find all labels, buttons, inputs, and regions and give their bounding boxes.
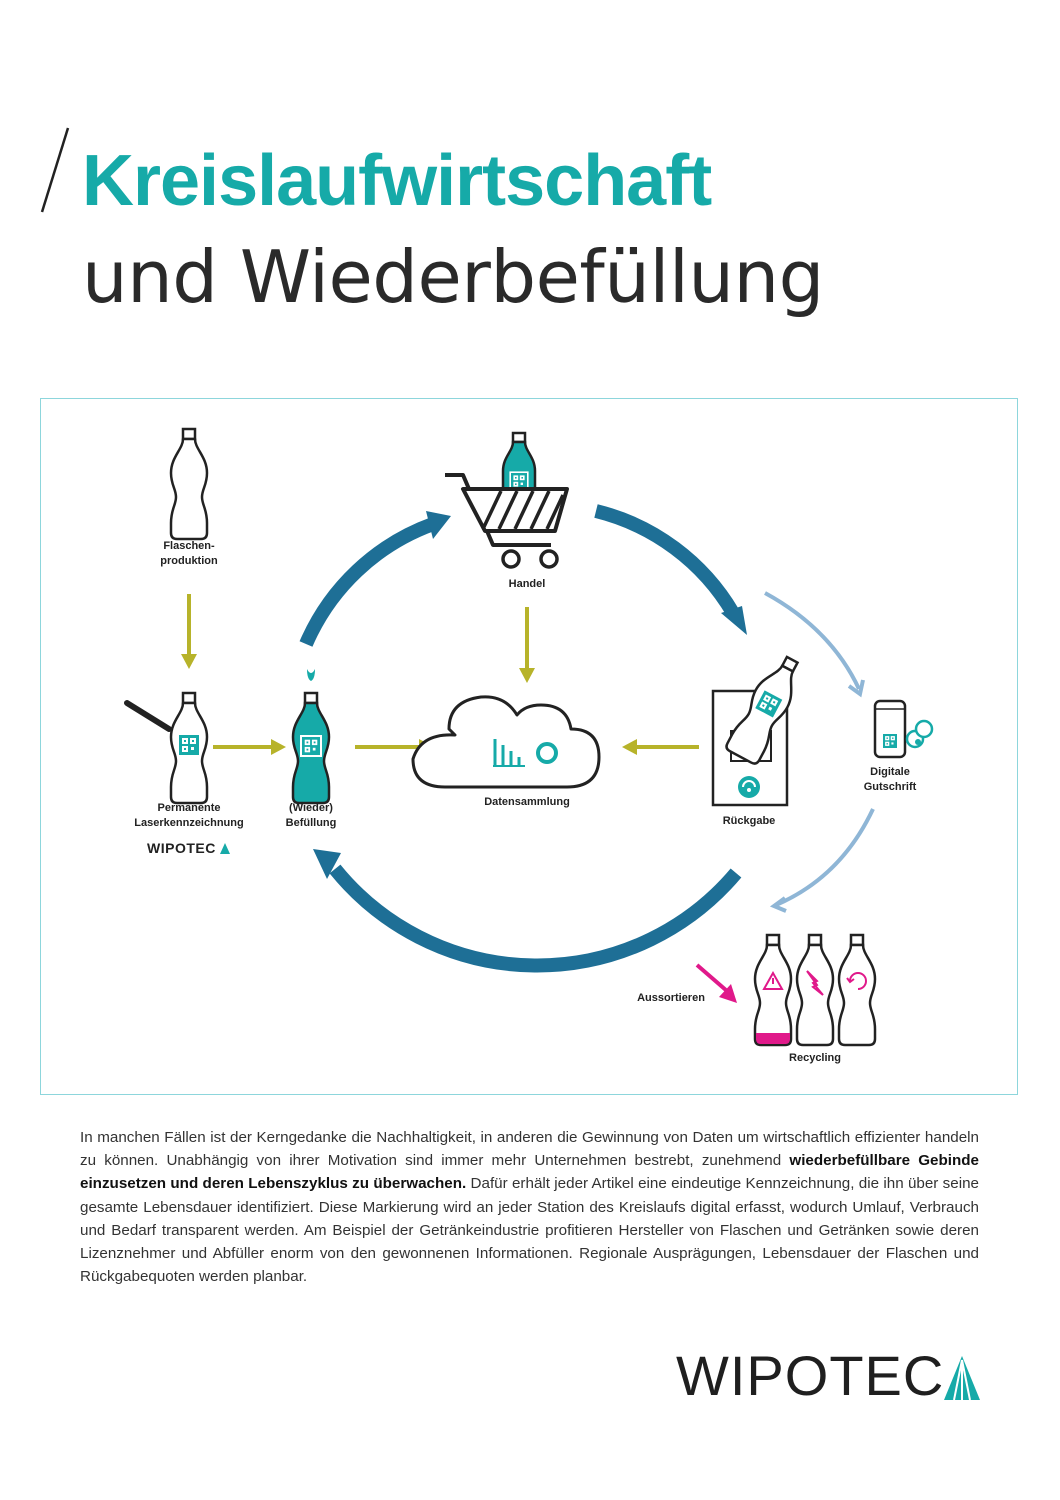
bottle-production-icon xyxy=(169,427,209,541)
label-laserkennzeichnung: Permanente Laserkennzeichnung xyxy=(134,802,244,829)
body-emphasis: wiederbefüllbare Gebinde einzusetzen und… xyxy=(80,1152,980,1193)
arrow-flaschen-down xyxy=(181,594,197,669)
label-flaschenproduktion: Flaschen- produktion xyxy=(160,540,218,567)
label-aussortieren: Aussortieren xyxy=(637,992,705,1004)
label-rueckgabe: Rückgabe xyxy=(722,815,776,827)
wipotec-small-logo: WIPOTEC xyxy=(147,840,230,856)
circular-economy-diagram: Flaschen- produktion Handel Permanente L… xyxy=(40,398,1018,1095)
title-line-1: Kreislaufwirtschaft xyxy=(82,141,712,221)
title-line-2: und Wiederbefüllung xyxy=(82,235,824,319)
arrow-handel-down xyxy=(519,607,535,683)
cycle-arrow-bottom xyxy=(313,849,742,973)
cycle-arrow-top-right xyxy=(594,504,747,635)
logo-triangle-icon xyxy=(219,843,230,854)
label-handel: Handel xyxy=(508,578,546,590)
cycle-arrow-top-left xyxy=(299,511,451,647)
shopping-cart-icon xyxy=(445,431,569,569)
wipotec-triangle-icon xyxy=(944,1356,980,1400)
sorting-arrow xyxy=(695,963,737,1003)
arrow-return-to-data xyxy=(622,739,699,755)
filled-bottle-icon xyxy=(291,669,331,805)
laser-marking-icon xyxy=(124,691,209,805)
data-cloud-icon xyxy=(411,695,601,789)
label-datensammlung: Datensammlung xyxy=(484,796,570,808)
arrow-to-recycling xyxy=(769,808,875,913)
label-befuellung: (Wieder) Befüllung xyxy=(285,802,337,829)
arrow-to-gutschrift xyxy=(764,591,865,698)
body-paragraph: In manchen Fällen ist der Kerngedanke di… xyxy=(80,1129,980,1286)
wipotec-footer-logo: WIPOTEC xyxy=(676,1344,945,1407)
title-slash xyxy=(40,127,70,213)
label-digitale-gutschrift: Digitale Gutschrift xyxy=(863,766,917,793)
arrow-laser-to-fill xyxy=(213,739,286,755)
return-machine-icon xyxy=(711,655,800,807)
label-recycling: Recycling xyxy=(789,1052,841,1064)
digital-credit-phone-icon xyxy=(873,699,934,759)
recycling-bottles-icon xyxy=(753,933,877,1047)
